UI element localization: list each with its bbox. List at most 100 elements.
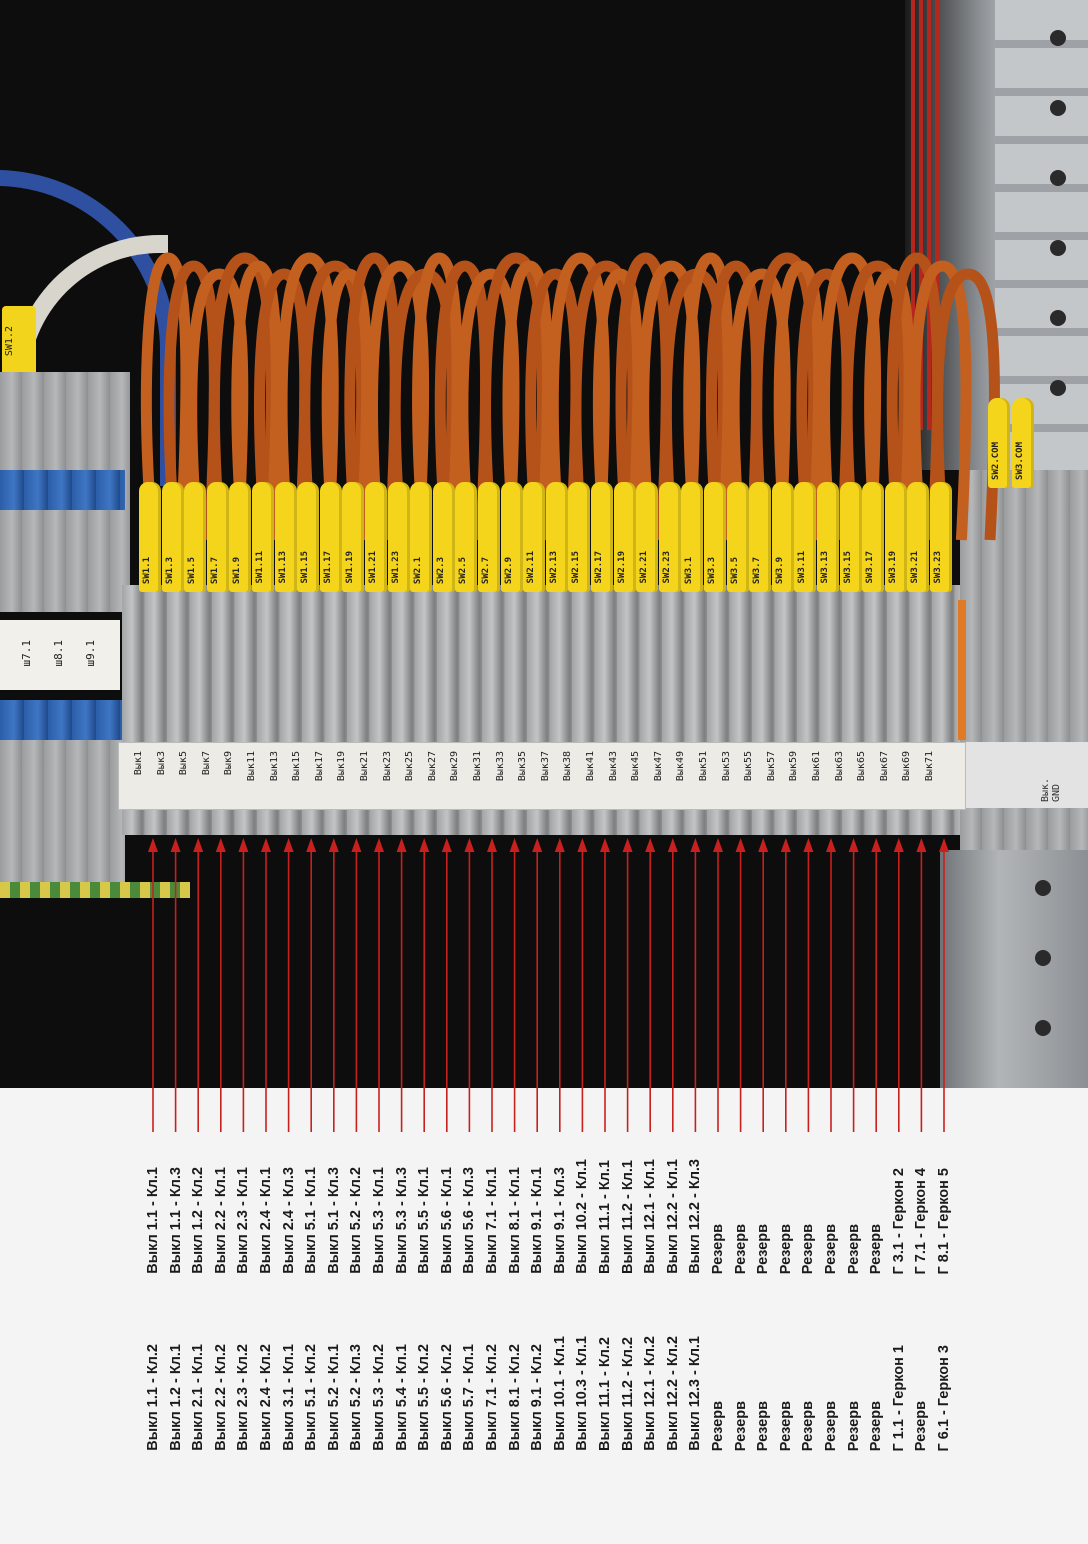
wire-marker-sleeve: SW1.13 — [274, 482, 297, 592]
terminal-marker-text: Вык13 — [268, 751, 280, 782]
terminal-marker-text: Вык1 — [133, 751, 144, 776]
terminal-assignment-label: Выкл 10.1 - Кл.1 — [551, 1336, 568, 1451]
wire-marker-text: SW1.21 — [368, 551, 378, 584]
terminal-assignment-label: Г 3.1 - Геркон 2 — [890, 1167, 907, 1274]
terminal-assignment-label: Резерв — [755, 1223, 772, 1274]
terminal-marker-text: Вык57 — [765, 751, 777, 782]
wire-marker-sleeve: SW3.3 — [704, 482, 726, 592]
orange-wire — [231, 260, 282, 541]
terminal-marker-text: Вык49 — [675, 751, 687, 782]
terminal-marker-text: Вык69 — [901, 751, 913, 782]
wire-marker-sleeve: SW1.5 — [184, 482, 207, 592]
wire-marker-sleeve: SW1.7 — [206, 482, 229, 592]
terminal-marker: Вык17 — [311, 747, 333, 805]
terminal-marker: Вык29 — [446, 747, 468, 805]
wire-marker-text: SW3.1 — [684, 556, 695, 584]
terminal-assignment-label: Выкл 5.3 - Кл.2 — [371, 1344, 387, 1451]
wire-marker-sleeve: SW2.7 — [478, 482, 500, 592]
terminal-marker: Вык49 — [672, 747, 694, 805]
terminal-assignment-label: Резерв — [732, 1223, 749, 1274]
terminal-assignment-label: Резерв — [823, 1223, 839, 1274]
terminal-assignment-label: Выкл 9.1 - Кл.3 — [551, 1167, 568, 1274]
terminal-assignment-label: Резерв — [845, 1223, 862, 1274]
orange-wire — [457, 268, 520, 541]
terminal-assignment-label: Выкл 5.6 - Кл.3 — [461, 1167, 478, 1274]
terminal-assignment-label: Выкл 9.1 - Кл.2 — [529, 1344, 546, 1451]
orange-wire — [502, 260, 554, 541]
terminal-assignment-label: Выкл 2.2 - Кл.1 — [212, 1167, 229, 1274]
wire-marker-sleeve: SW1.1 — [139, 482, 161, 592]
orange-wire — [412, 252, 463, 541]
terminal-marker-text: Вык61 — [811, 751, 822, 782]
terminal-marker: Вык37 — [537, 747, 559, 805]
wire-marker-text: SW2.23 — [661, 551, 672, 584]
terminal-assignment-label: Выкл 5.2 - Кл.3 — [348, 1344, 365, 1451]
terminal-marker: Вык69 — [898, 747, 920, 805]
terminal-marker-text: Вык63 — [833, 751, 845, 782]
terminal-assignment-label: Выкл 10.2 - Кл.1 — [574, 1159, 591, 1274]
wire-marker-sleeve: SW1.11 — [252, 482, 274, 592]
wire-marker-sleeve: SW2.17 — [591, 482, 613, 592]
orange-wire — [186, 268, 249, 541]
terminal-marker-text: Вык65 — [856, 751, 868, 782]
wire-marker-text: SW1.19 — [345, 551, 356, 584]
wire-marker-text: SW2.11 — [526, 551, 537, 584]
terminal-marker-text: Вык25 — [404, 751, 416, 782]
terminal-assignment-label: Выкл 5.5 - Кл.1 — [416, 1167, 433, 1274]
wire-marker-sleeve: SW1.9 — [229, 482, 252, 592]
terminal-marker-text: Вык55 — [743, 751, 755, 782]
terminal-marker-text: Вык53 — [720, 751, 732, 782]
terminal-marker-text: Вык41 — [585, 751, 596, 782]
wire-marker-text: SW1.11 — [255, 551, 265, 584]
wire-loops — [140, 252, 1001, 541]
left-marker: ш7.1 — [20, 640, 33, 667]
orange-wire — [638, 260, 701, 541]
terminal-marker-text: Вык3 — [155, 751, 167, 776]
terminal-assignment-label: Выкл 2.4 - Кл.2 — [258, 1344, 274, 1451]
wire-marker-sleeve: SW3.5 — [726, 482, 749, 592]
wire-marker-sleeve: SW1.17 — [319, 482, 342, 592]
wire-marker-text: SW1.3 — [164, 556, 175, 584]
terminal-assignment-label: Выкл 10.3 - Кл.1 — [574, 1336, 591, 1451]
orange-wire — [367, 260, 430, 541]
left-marker: ш8.1 — [52, 640, 65, 667]
wire-marker-text: SW3.3 — [707, 556, 717, 584]
wire-marker-text: SW1.9 — [232, 556, 243, 584]
terminal-assignment-label: Резерв — [777, 1400, 794, 1451]
wire-marker-sleeve: SW2.15 — [568, 482, 591, 592]
terminal-marker-text: Вык35 — [517, 751, 529, 782]
wire-marker-sleeve: SW3.COM — [1012, 398, 1034, 488]
terminal-assignment-label: Выкл 5.7 - Кл.1 — [461, 1344, 478, 1451]
wire-marker-text: SW1.17 — [322, 551, 333, 584]
terminal-assignment-label: Резерв — [710, 1400, 726, 1451]
terminal-assignment-label: Выкл 12.2 - Кл.3 — [687, 1159, 704, 1274]
gnd-marker: Вык. GND — [966, 742, 1088, 808]
wire-marker-text: SW1.1 — [142, 556, 152, 584]
wire-marker-text: SW2.21 — [639, 551, 650, 584]
terminal-marker-text: Вык27 — [426, 751, 438, 782]
terminal-marker: Вык5 — [175, 747, 197, 805]
wire-marker-sleeve: SW3.13 — [817, 482, 839, 592]
left-marker: ш9.1 — [84, 640, 97, 667]
terminal-marker: Вык33 — [492, 747, 514, 805]
terminal-marker: Вык63 — [831, 747, 853, 805]
wire-marker-sleeve: SW3.7 — [749, 482, 772, 592]
wire-marker-text: SW3.7 — [752, 556, 763, 584]
terminal-assignment-label: Резерв — [800, 1400, 817, 1451]
wire-marker-sleeve: SW2.3 — [432, 482, 455, 592]
wire-marker-sleeve: SW2.23 — [658, 482, 681, 592]
terminal-marker-text: Вык47 — [652, 751, 664, 782]
wire-marker-text: SW2.3 — [435, 556, 446, 584]
terminal-marker-text: Вык31 — [472, 751, 483, 782]
terminal-assignment-label: Резерв — [710, 1223, 726, 1274]
terminal-assignment-label: Резерв — [777, 1223, 794, 1274]
terminal-assignment-label: Выкл 1.1 - Кл.1 — [145, 1167, 161, 1274]
terminal-assignment-label: Резерв — [868, 1223, 885, 1274]
terminal-assignment-label: Выкл 5.3 - Кл.1 — [371, 1167, 387, 1274]
terminal-marker-text: Вык21 — [359, 751, 370, 782]
terminal-assignment-label: Выкл 2.1 - Кл.1 — [190, 1344, 207, 1451]
wire-marker-sleeve: SW3.9 — [771, 482, 794, 592]
wire-marker-text: SW2.1 — [413, 556, 424, 584]
wire-marker-sleeve: SW3.15 — [839, 482, 862, 592]
